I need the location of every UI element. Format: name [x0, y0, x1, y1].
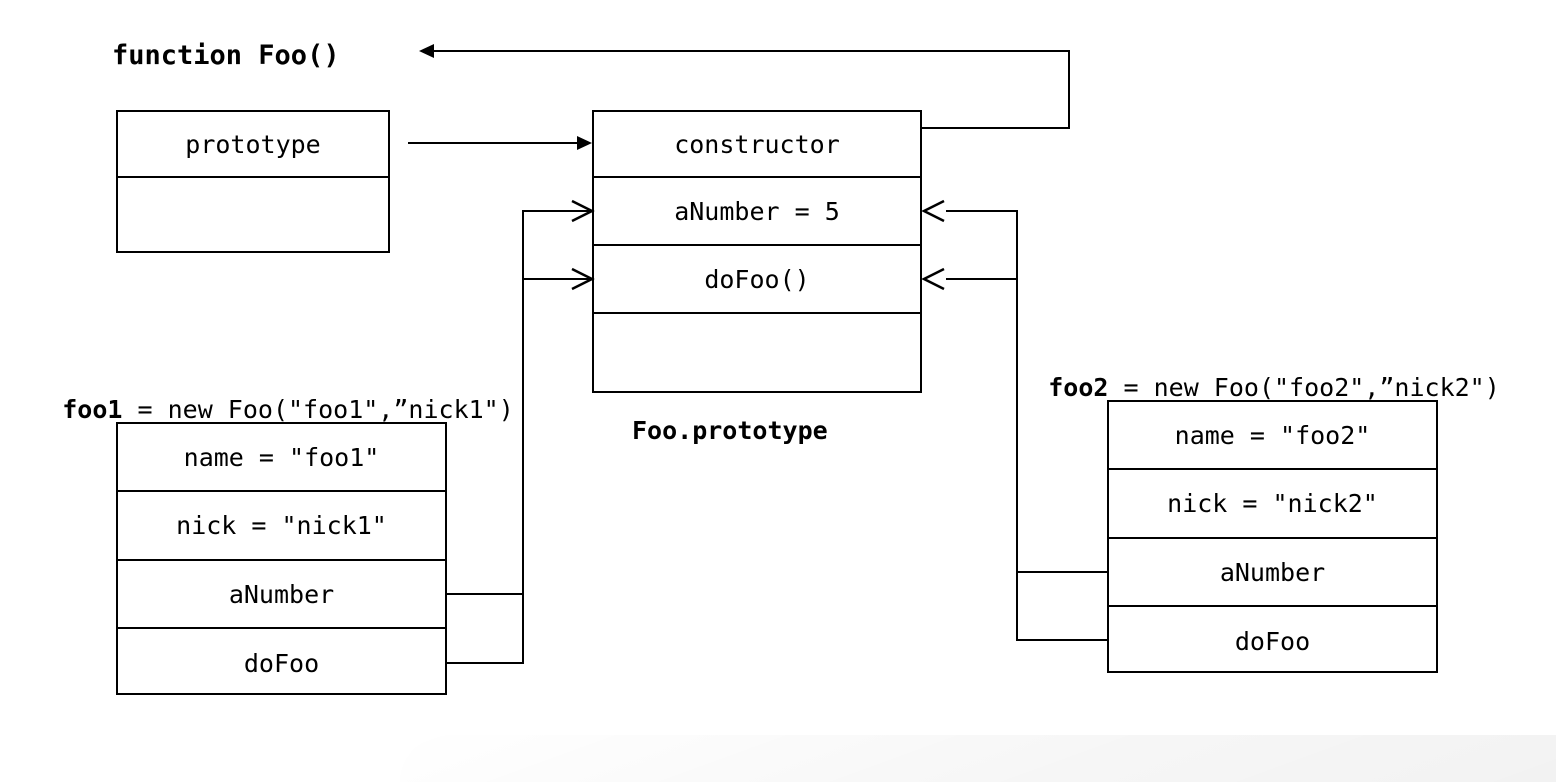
- foo-function-row-empty: [118, 178, 388, 251]
- connector-foo1-vertical: [522, 210, 524, 664]
- connector-constructor-to-function-foo-arrowhead: [419, 44, 434, 58]
- connector-foo1-anumber-arrowhead: [571, 199, 595, 223]
- foo2-assignment-expression: = new Foo("foo2",”nick2"): [1108, 373, 1500, 402]
- connector-foo2-anumber-stub: [1017, 571, 1109, 573]
- foo2-row-anumber: aNumber: [1109, 539, 1436, 607]
- connector-constructor-top-line: [434, 50, 1070, 52]
- foo2-object-box: name = "foo2" nick = "nick2" aNumber doF…: [1107, 400, 1438, 673]
- foo1-row-name: name = "foo1": [118, 424, 445, 492]
- foo2-variable-name: foo2: [1048, 373, 1109, 402]
- prototype-row-dofoo: doFoo(): [594, 246, 920, 314]
- prototype-row-constructor: constructor: [594, 112, 920, 178]
- foo-prototype-caption: Foo.prototype: [632, 416, 828, 445]
- foo2-row-dofoo: doFoo: [1234, 626, 1311, 656]
- foo-prototype-box: constructor aNumber = 5 doFoo(): [592, 110, 922, 393]
- foo1-object-box: name = "foo1" nick = "nick1" aNumber doF…: [116, 422, 447, 695]
- foo1-assignment-expression: = new Foo("foo1",”nick1"): [122, 395, 514, 424]
- connector-prototype-to-fooprototype-line: [408, 142, 578, 144]
- connector-foo1-dofoo-arrowhead: [571, 267, 595, 291]
- connector-foo2-to-prototype-dofoo-line: [946, 278, 1018, 280]
- foo1-row-anumber: aNumber: [118, 561, 445, 629]
- connector-constructor-stub-right: [922, 127, 1070, 129]
- connector-foo1-to-prototype-dofoo-line: [522, 278, 590, 280]
- connector-foo1-anumber-stub: [447, 593, 524, 595]
- foo1-assignment-label: foo1 = new Foo("foo1",”nick1"): [2, 372, 514, 447]
- foo2-row-name: name = "foo2": [1109, 402, 1436, 470]
- connector-foo2-vertical: [1016, 210, 1018, 641]
- connector-foo2-dofoo-arrowhead: [921, 267, 945, 291]
- connector-constructor-vertical: [1068, 50, 1070, 129]
- foo-function-row-prototype: prototype: [118, 112, 388, 178]
- foo2-assignment-label: foo2 = new Foo("foo2",”nick2"): [988, 350, 1500, 425]
- foo1-variable-name: foo1: [62, 395, 123, 424]
- background-gradient-artifact: [400, 735, 1556, 782]
- connector-foo2-anumber-arrowhead: [921, 199, 945, 223]
- foo1-row-nick: nick = "nick1": [118, 492, 445, 561]
- foo2-row-nick: nick = "nick2": [1109, 470, 1436, 539]
- connector-foo1-dofoo-stub: [447, 662, 524, 664]
- prototype-row-anumber: aNumber = 5: [594, 178, 920, 246]
- connector-foo1-to-prototype-anumber-line: [522, 210, 590, 212]
- connector-prototype-to-fooprototype-arrowhead: [577, 136, 592, 150]
- foo1-row-dofoo: doFoo: [243, 648, 320, 678]
- function-foo-title: function Foo(): [112, 40, 340, 71]
- connector-foo2-dofoo-stub: [1017, 639, 1109, 641]
- connector-foo2-to-prototype-anumber-line: [946, 210, 1018, 212]
- foo-function-box: prototype: [116, 110, 390, 253]
- prototype-row-empty: [594, 314, 920, 391]
